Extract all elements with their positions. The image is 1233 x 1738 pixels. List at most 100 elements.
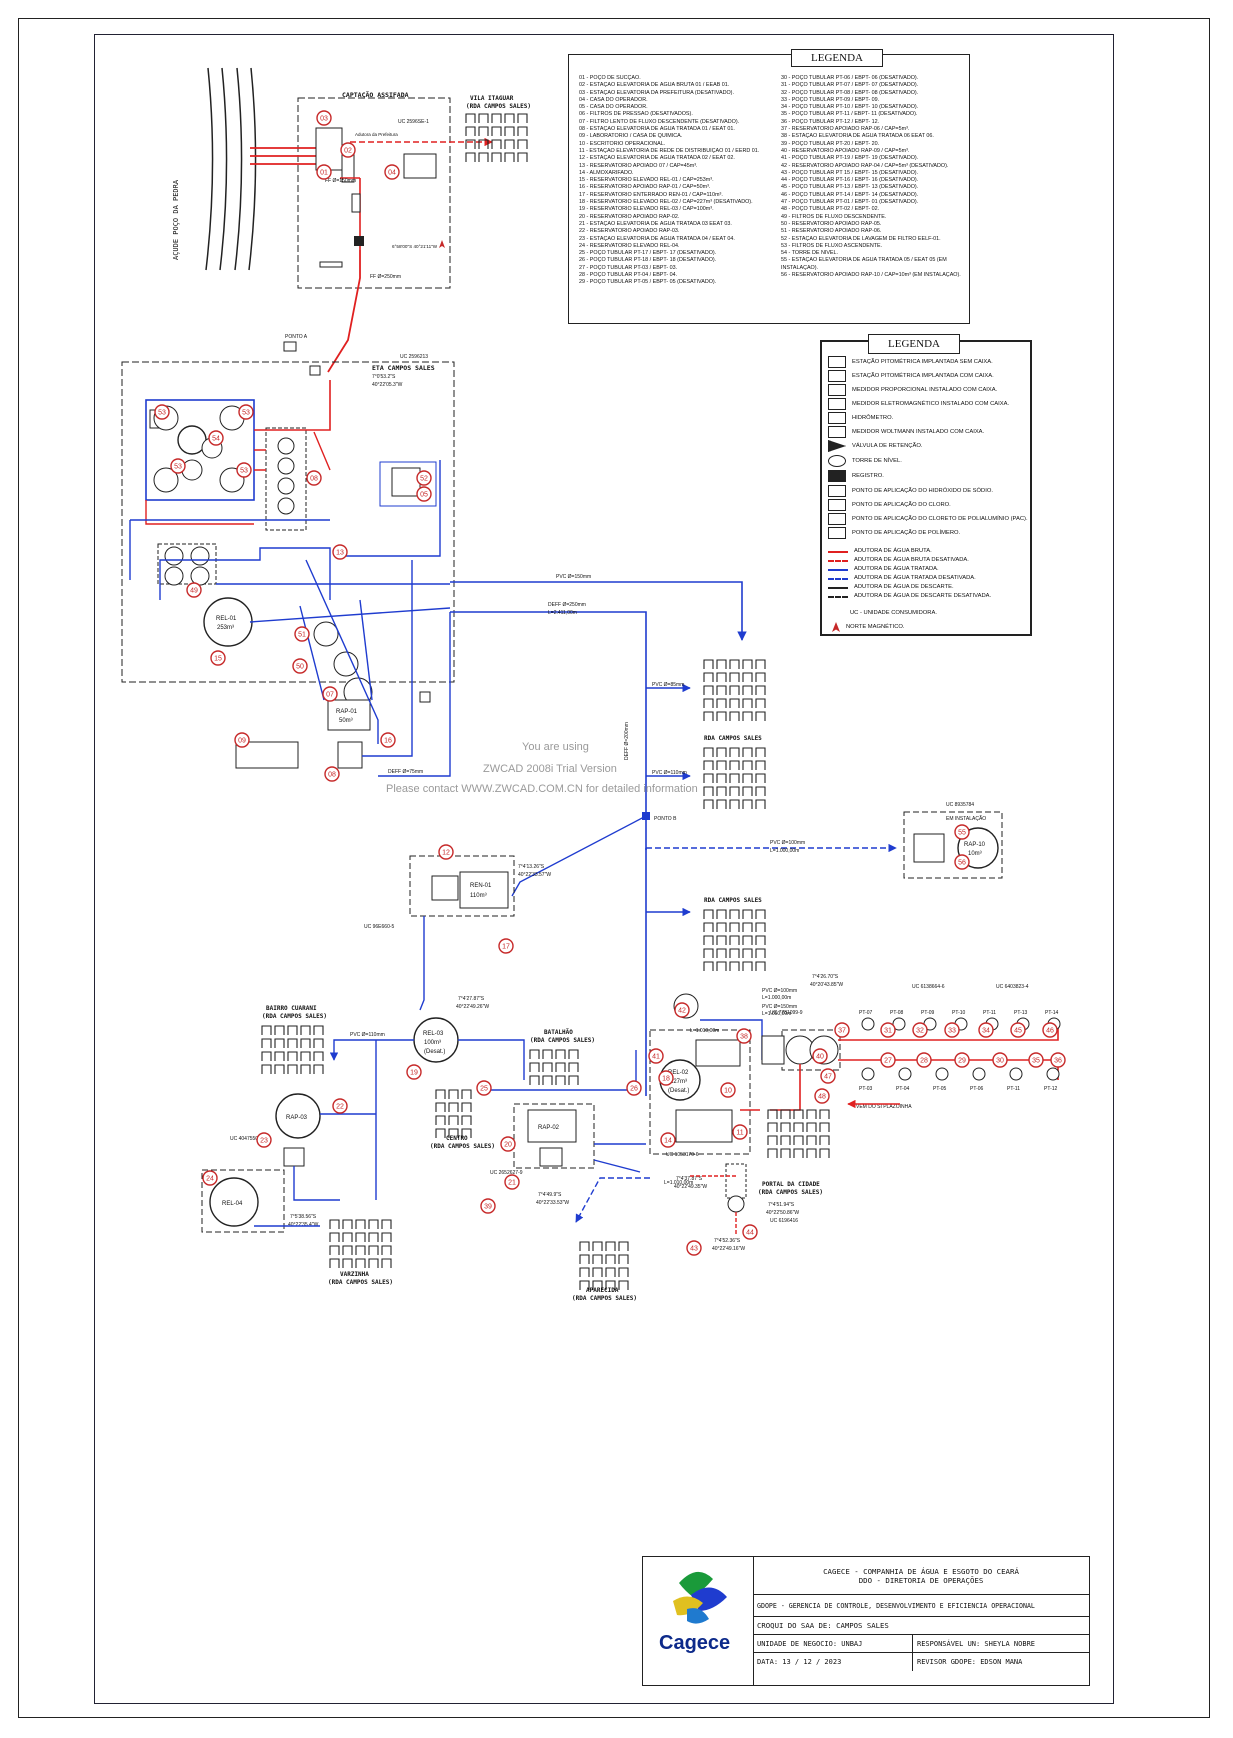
city-block	[729, 935, 740, 945]
well-label: PT-11	[1007, 1086, 1020, 1092]
city-block	[461, 1102, 472, 1112]
city-block	[368, 1245, 379, 1255]
svg-text:26: 26	[630, 1086, 638, 1093]
vila-itaguar: VILA ITAGUAR (RDA CAMPOS SALES)	[465, 95, 531, 162]
rap03-name: RAP-03	[286, 1115, 308, 1121]
svg-text:02: 02	[344, 148, 352, 155]
city-block	[729, 909, 740, 919]
rel01-name: REL-01	[216, 616, 237, 622]
city-block	[342, 1219, 353, 1229]
city-block	[755, 799, 766, 809]
city-block	[300, 1051, 311, 1061]
rel03-cap: 100m³	[424, 1040, 441, 1046]
legend-entry: 12 - ESTAÇÃO ELEVATÓRIA DE ÁGUA TRATADA …	[579, 155, 735, 162]
batalhao-2: (RDA CAMPOS SALES)	[530, 1037, 595, 1044]
svg-text:17: 17	[502, 944, 510, 951]
svg-text:42: 42	[678, 1008, 686, 1015]
varzinha-2: (RDA CAMPOS SALES)	[328, 1279, 393, 1286]
city-block	[716, 760, 727, 770]
city-block	[579, 1254, 590, 1264]
tb-company: CAGECE - COMPANHIA DE ÁGUA E ESGOTO DO C…	[823, 1566, 1019, 1576]
city-block	[716, 711, 727, 721]
svg-text:07: 07	[326, 692, 334, 699]
legend-entry: 44 - POÇO TUBULAR PT-16 / EBPT- 16 (DESA…	[781, 177, 919, 184]
well-label: PT-03	[859, 1086, 873, 1092]
legend-symbol-icon	[828, 356, 846, 368]
svg-text:14: 14	[664, 1138, 672, 1145]
legend-entry: 28 - POÇO TUBULAR PT-04 / EBPT- 04.	[579, 272, 678, 279]
city-block	[755, 659, 766, 669]
city-block	[579, 1267, 590, 1277]
legend-symbol-row: PONTO DE APLICAÇÃO DO CLORETO DE POLIALU…	[828, 513, 1028, 525]
city-block	[568, 1075, 579, 1085]
city-block	[274, 1051, 285, 1061]
city-block	[742, 909, 753, 919]
svg-text:41: 41	[652, 1054, 660, 1061]
city-block	[555, 1062, 566, 1072]
svg-text:52: 52	[420, 476, 428, 483]
ren01-cap: 110m³	[470, 893, 487, 899]
well-icon	[898, 1067, 912, 1081]
city-block	[767, 1148, 778, 1158]
city-block	[274, 1038, 285, 1048]
coord-c7-a: 7°4'51.94"S	[768, 1202, 795, 1208]
legend-entry: 25 - POÇO TUBULAR PT-17 / EBPT- 17 (DESA…	[579, 250, 717, 257]
legend-symbol-icon	[828, 440, 846, 452]
legend-entry: 36 - POÇO TUBULAR PT-12 / EBPT- 12.	[781, 118, 880, 125]
city-block	[703, 922, 714, 932]
callout-number: 52	[416, 470, 432, 486]
city-block	[529, 1075, 540, 1085]
north-arrow-icon	[832, 622, 840, 632]
legend-entry: 50 - RESERVATÓRIO APOIADO RAP-05.	[781, 220, 882, 227]
city-block	[767, 1109, 778, 1119]
street-grid	[529, 1049, 579, 1085]
legend-entry: 51 - RESERVATÓRIO APOIADO RAP-06.	[781, 228, 882, 235]
city-block	[355, 1219, 366, 1229]
city-block	[755, 935, 766, 945]
city-block	[504, 139, 515, 149]
callout-number: 18	[658, 1070, 674, 1086]
city-block	[819, 1148, 830, 1158]
svg-text:36: 36	[1054, 1058, 1062, 1065]
city-block	[742, 698, 753, 708]
rel03-name: REL-03	[423, 1031, 444, 1037]
city-block	[729, 760, 740, 770]
rel02-uc: UC 1053170-6	[666, 1152, 699, 1158]
legend-entry: 29 - POÇO TUBULAR PT-05 / EBPT- 05 (DESA…	[579, 279, 717, 286]
eta-coords-1: 7°0'53.2"S	[372, 374, 396, 380]
city-block	[465, 152, 476, 162]
city-block	[703, 659, 714, 669]
east-uc: UC 7781099-9	[770, 1010, 803, 1016]
callout-number: 32	[912, 1022, 928, 1038]
city-block	[287, 1064, 298, 1074]
legend-line-swatch	[828, 550, 848, 553]
city-block	[435, 1115, 446, 1125]
legend-symbol-icon	[828, 470, 846, 482]
rap10-uc: UC 8935784	[946, 802, 974, 808]
legend-symbol-row: REGISTRO.	[828, 470, 884, 482]
street-grid	[329, 1219, 392, 1268]
callout-number: 55	[954, 824, 970, 840]
svg-text:53: 53	[174, 464, 182, 471]
callout-number: 24	[202, 1170, 218, 1186]
callout-number: 25	[476, 1080, 492, 1096]
east-pipe-1: PVC Ø=100mm	[762, 988, 797, 994]
legend-entry: 16 - RESERVATÓRIO APOIADO RAP-01 / CAP=5…	[579, 184, 711, 191]
watermark-line-1: You are using	[522, 741, 589, 753]
city-block	[618, 1254, 629, 1264]
rap02-uc: UC 2652627-9	[490, 1170, 523, 1176]
city-block	[342, 1245, 353, 1255]
city-block	[767, 1122, 778, 1132]
tb-responsible: RESPONSÁVEL UN: SHEYLA NOBRE	[913, 1635, 1089, 1653]
legend-entry: 15 - RESERVATÓRIO ELEVADO REL-01 / CAP=2…	[579, 177, 714, 184]
adutora-prefeitura-label: Adutora da Prefeitura	[355, 132, 398, 137]
well-label: PT-05	[933, 1086, 947, 1092]
city-block	[592, 1254, 603, 1264]
legend-entry: 33 - POÇO TUBULAR PT-09 / EBPT- 09.	[781, 96, 880, 103]
legend-entry: 45 - POÇO TUBULAR PT-13 / EBPT- 13 (DESA…	[781, 184, 919, 191]
city-block	[381, 1232, 392, 1242]
portal-zone: PORTAL DA CIDADE (RDA CAMPOS SALES) 7°4'…	[664, 1163, 823, 1252]
city-block	[342, 1232, 353, 1242]
legend-symbol-icon	[828, 513, 846, 525]
east-uc-4: UC 6403823-4	[996, 984, 1029, 990]
